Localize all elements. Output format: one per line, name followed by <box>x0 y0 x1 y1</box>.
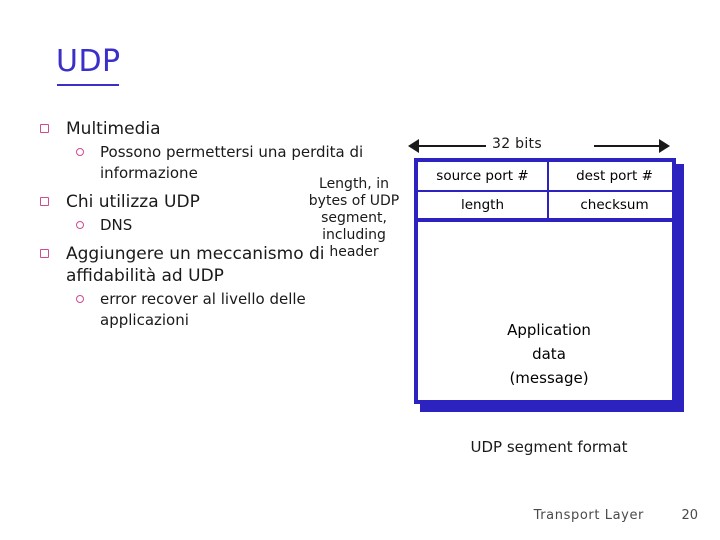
list-item: DNS <box>66 215 392 236</box>
arrow-right-icon <box>659 139 670 153</box>
title-underline <box>57 84 119 86</box>
square-bullet-icon <box>40 249 49 258</box>
payload-line: (message) <box>509 369 589 387</box>
list-item-label: Possono permettersi una perdita di infor… <box>100 143 364 182</box>
list-item-label: Multimedia <box>66 119 161 139</box>
square-bullet-icon <box>40 124 49 133</box>
list-item: error recover al livello delle applicazi… <box>66 289 392 331</box>
footer-section-label: Transport Layer <box>533 508 644 523</box>
bit-width-label: 32 bits <box>492 136 542 152</box>
footer-page-number: 20 <box>681 508 698 523</box>
dest-port-cell: dest port # <box>576 168 653 184</box>
circle-bullet-icon <box>76 295 84 303</box>
diagram-caption: UDP segment format <box>470 438 628 456</box>
circle-bullet-icon <box>76 148 84 156</box>
diagram-box: source port # dest port # length checksu… <box>414 158 680 404</box>
udp-segment-diagram: source port # dest port # length checksu… <box>414 158 684 412</box>
list-item: Multimedia <box>32 118 392 140</box>
arrow-left-line <box>414 145 486 147</box>
list-item-label: Chi utilizza UDP <box>66 192 200 212</box>
payload-line: Application <box>507 321 591 339</box>
source-port-cell: source port # <box>418 162 549 190</box>
length-cell: length <box>418 192 549 218</box>
arrow-left-icon <box>408 139 419 153</box>
circle-bullet-icon <box>76 221 84 229</box>
bullet-list: Multimedia Possono permettersi una perdi… <box>32 118 392 331</box>
list-item: Chi utilizza UDP <box>32 191 392 213</box>
header-row-length-checksum: length checksum <box>418 192 680 222</box>
square-bullet-icon <box>40 197 49 206</box>
payload-line: data <box>532 345 566 363</box>
list-item-label: DNS <box>100 216 133 234</box>
list-item: Aggiungere un meccanismo di affidabilità… <box>32 243 392 287</box>
list-item: Possono permettersi una perdita di infor… <box>66 142 392 184</box>
list-item-label: Aggiungere un meccanismo di affidabilità… <box>66 244 325 286</box>
checksum-cell: checksum <box>580 197 649 213</box>
length-annotation: Length, in bytes of UDP segment, includi… <box>308 176 400 260</box>
list-item-label: error recover al livello delle applicazi… <box>100 290 306 329</box>
header-row-ports: source port # dest port # <box>418 162 680 192</box>
arrow-right-line <box>594 145 666 147</box>
page-title: UDP <box>56 44 121 79</box>
payload-area: Application data (message) <box>418 230 680 404</box>
